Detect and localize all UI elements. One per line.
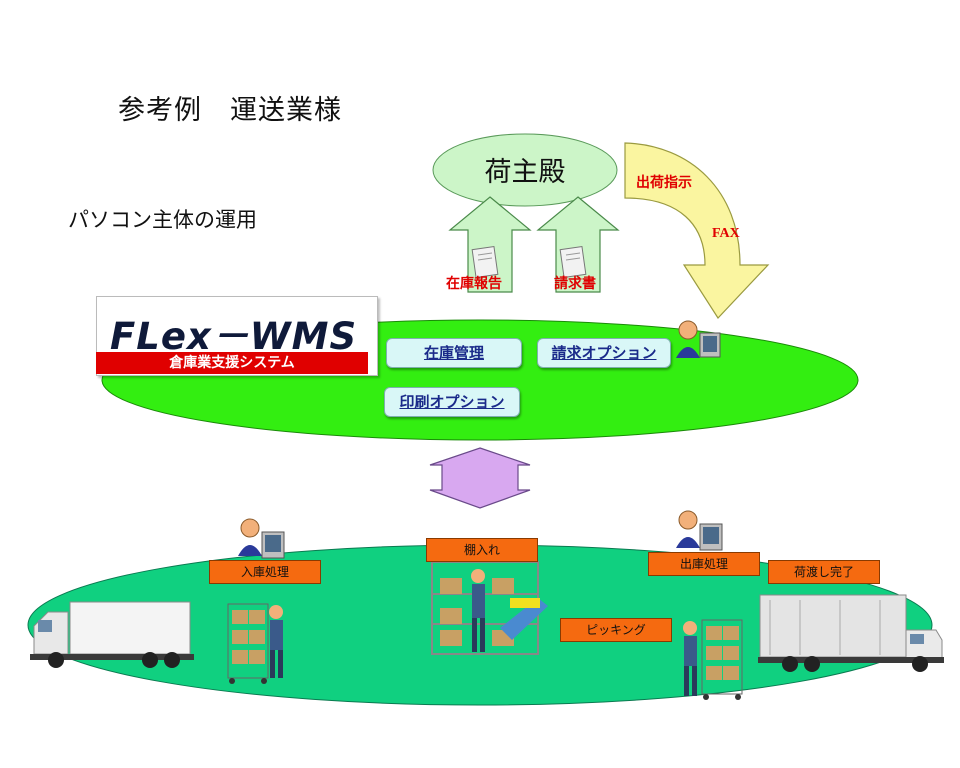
page-title: 参考例 運送業様 — [118, 95, 342, 126]
invoice-label: 請求書 — [554, 276, 596, 292]
stock-report-arrow — [448, 196, 532, 293]
wms-logo: FLex－WMS — [110, 315, 358, 358]
cart-boxes-icon — [701, 619, 743, 700]
worker-icon — [471, 569, 485, 652]
truck-right-icon — [758, 594, 944, 672]
document-icon — [559, 246, 587, 278]
step-put-away: 棚入れ — [426, 538, 538, 562]
page-subtitle: パソコン主体の運用 — [68, 208, 257, 232]
cart-boxes-icon — [227, 603, 269, 684]
step-picking: ピッキング — [560, 618, 672, 642]
shipping-instruction-fax-arrow — [624, 142, 770, 319]
client-ellipse — [432, 133, 618, 207]
module-inventory-management: 在庫管理 — [386, 338, 522, 368]
shipping-instruction-label: 出荷指示 — [636, 175, 692, 191]
module-print-option: 印刷オプション — [384, 387, 520, 417]
step-receiving: 入庫処理 — [209, 560, 321, 584]
step-handover-complete: 荷渡し完了 — [768, 560, 880, 584]
worker-icon — [269, 605, 283, 678]
step-shipping: 出庫処理 — [648, 552, 760, 576]
truck-left-icon — [30, 601, 194, 668]
module-billing-option: 請求オプション — [537, 338, 671, 368]
operator-shipping-icon — [676, 510, 723, 551]
operator-icon — [676, 320, 721, 358]
operator-receiving-icon — [238, 518, 285, 559]
document-icon — [471, 246, 499, 278]
client-label: 荷主殿 — [484, 157, 566, 188]
invoice-arrow — [536, 196, 620, 293]
sync-double-arrow — [429, 447, 531, 509]
stock-report-label: 在庫報告 — [446, 276, 502, 292]
wms-logo-subtitle: 倉庫業支援システム — [96, 352, 368, 374]
fax-label: FAX — [712, 226, 740, 241]
worker-icon — [683, 621, 697, 696]
